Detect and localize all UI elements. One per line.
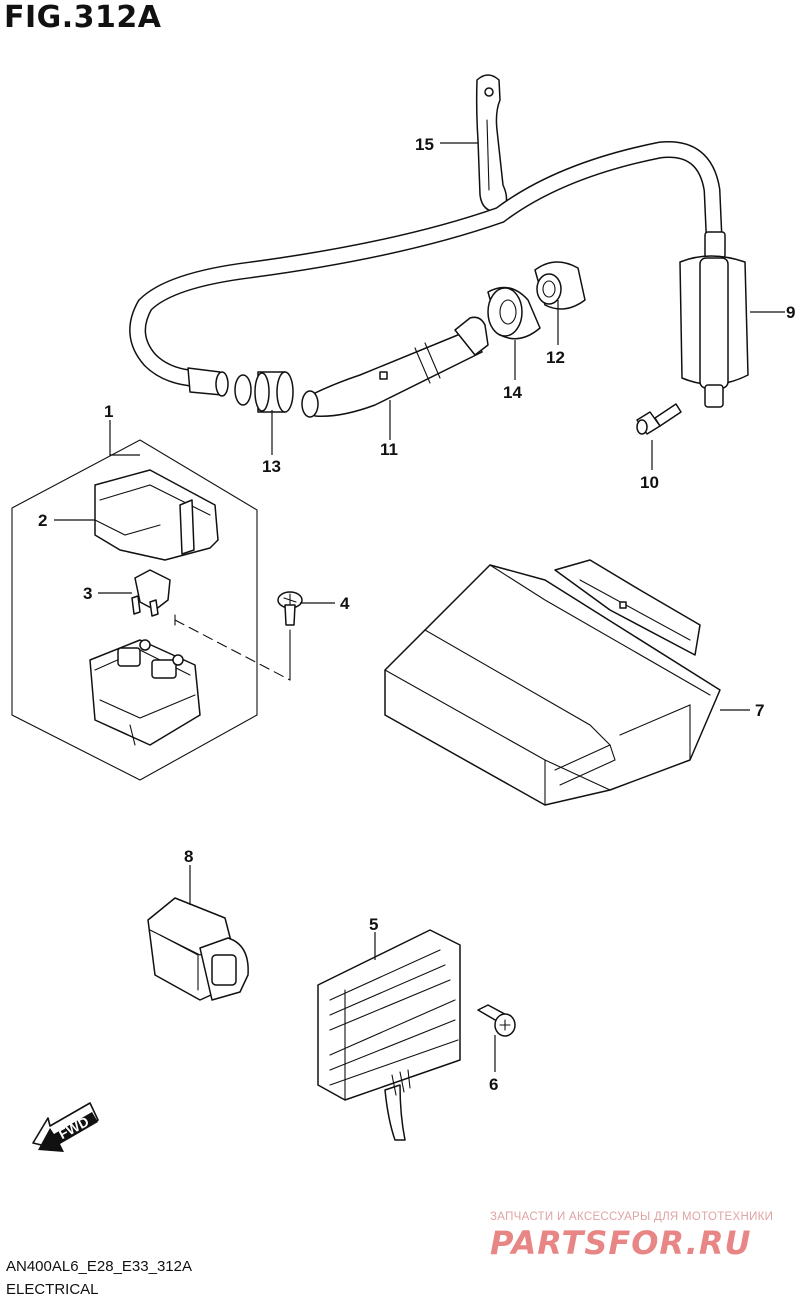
high-tension-wire[interactable] bbox=[129, 141, 723, 387]
part-11-plug-cap[interactable] bbox=[301, 316, 489, 418]
part-3-fuse[interactable] bbox=[131, 569, 171, 617]
callout-5: 5 bbox=[369, 915, 378, 934]
part-13-boot[interactable] bbox=[234, 371, 294, 413]
part-4-screw[interactable] bbox=[277, 591, 303, 626]
callout-8: 8 bbox=[184, 847, 193, 866]
relay-body[interactable] bbox=[89, 614, 291, 746]
part-12-grommet[interactable] bbox=[534, 261, 586, 310]
wire-end[interactable] bbox=[187, 367, 229, 397]
part-7-ecu[interactable] bbox=[384, 559, 721, 806]
callout-11: 11 bbox=[380, 440, 398, 459]
section-label: ELECTRICAL bbox=[6, 1281, 99, 1298]
part-6-bolt[interactable] bbox=[477, 1004, 516, 1037]
figure-title: FIG.312A bbox=[4, 0, 162, 35]
part-15-clamp[interactable] bbox=[475, 74, 508, 213]
part-8-connector[interactable] bbox=[147, 897, 249, 1001]
part-10-bolt[interactable] bbox=[636, 403, 682, 435]
callout-3: 3 bbox=[83, 584, 92, 603]
callout-12: 12 bbox=[546, 348, 565, 367]
leader-lines bbox=[54, 142, 785, 1072]
callout-13: 13 bbox=[262, 457, 281, 476]
callout-10: 10 bbox=[640, 473, 659, 492]
callout-7: 7 bbox=[755, 701, 764, 720]
callout-labels: 15 9 10 12 14 11 13 1 2 3 4 7 8 5 6 bbox=[38, 135, 795, 1094]
callout-1: 1 bbox=[104, 402, 113, 421]
callout-6: 6 bbox=[489, 1075, 498, 1094]
callout-4: 4 bbox=[340, 594, 350, 613]
fwd-arrow-icon: FWD bbox=[32, 1102, 99, 1152]
callout-15: 15 bbox=[415, 135, 434, 154]
part-5-regulator[interactable] bbox=[317, 929, 461, 1141]
watermark-logo: PARTSFOR.RU bbox=[490, 1224, 752, 1262]
part-9-ignition-coil[interactable] bbox=[679, 231, 749, 408]
part-14-seal[interactable] bbox=[487, 286, 541, 340]
watermark-subtitle: ЗАПЧАСТИ И АКСЕССУАРЫ ДЛЯ МОТОТЕХНИКИ bbox=[490, 1211, 774, 1223]
figure-code: AN400AL6_E28_E33_312A bbox=[6, 1258, 192, 1275]
part-1-assembly-outline bbox=[11, 439, 258, 781]
callout-14: 14 bbox=[503, 383, 522, 402]
part-2-cover[interactable] bbox=[94, 469, 219, 561]
callout-2: 2 bbox=[38, 511, 47, 530]
callout-9: 9 bbox=[786, 303, 795, 322]
